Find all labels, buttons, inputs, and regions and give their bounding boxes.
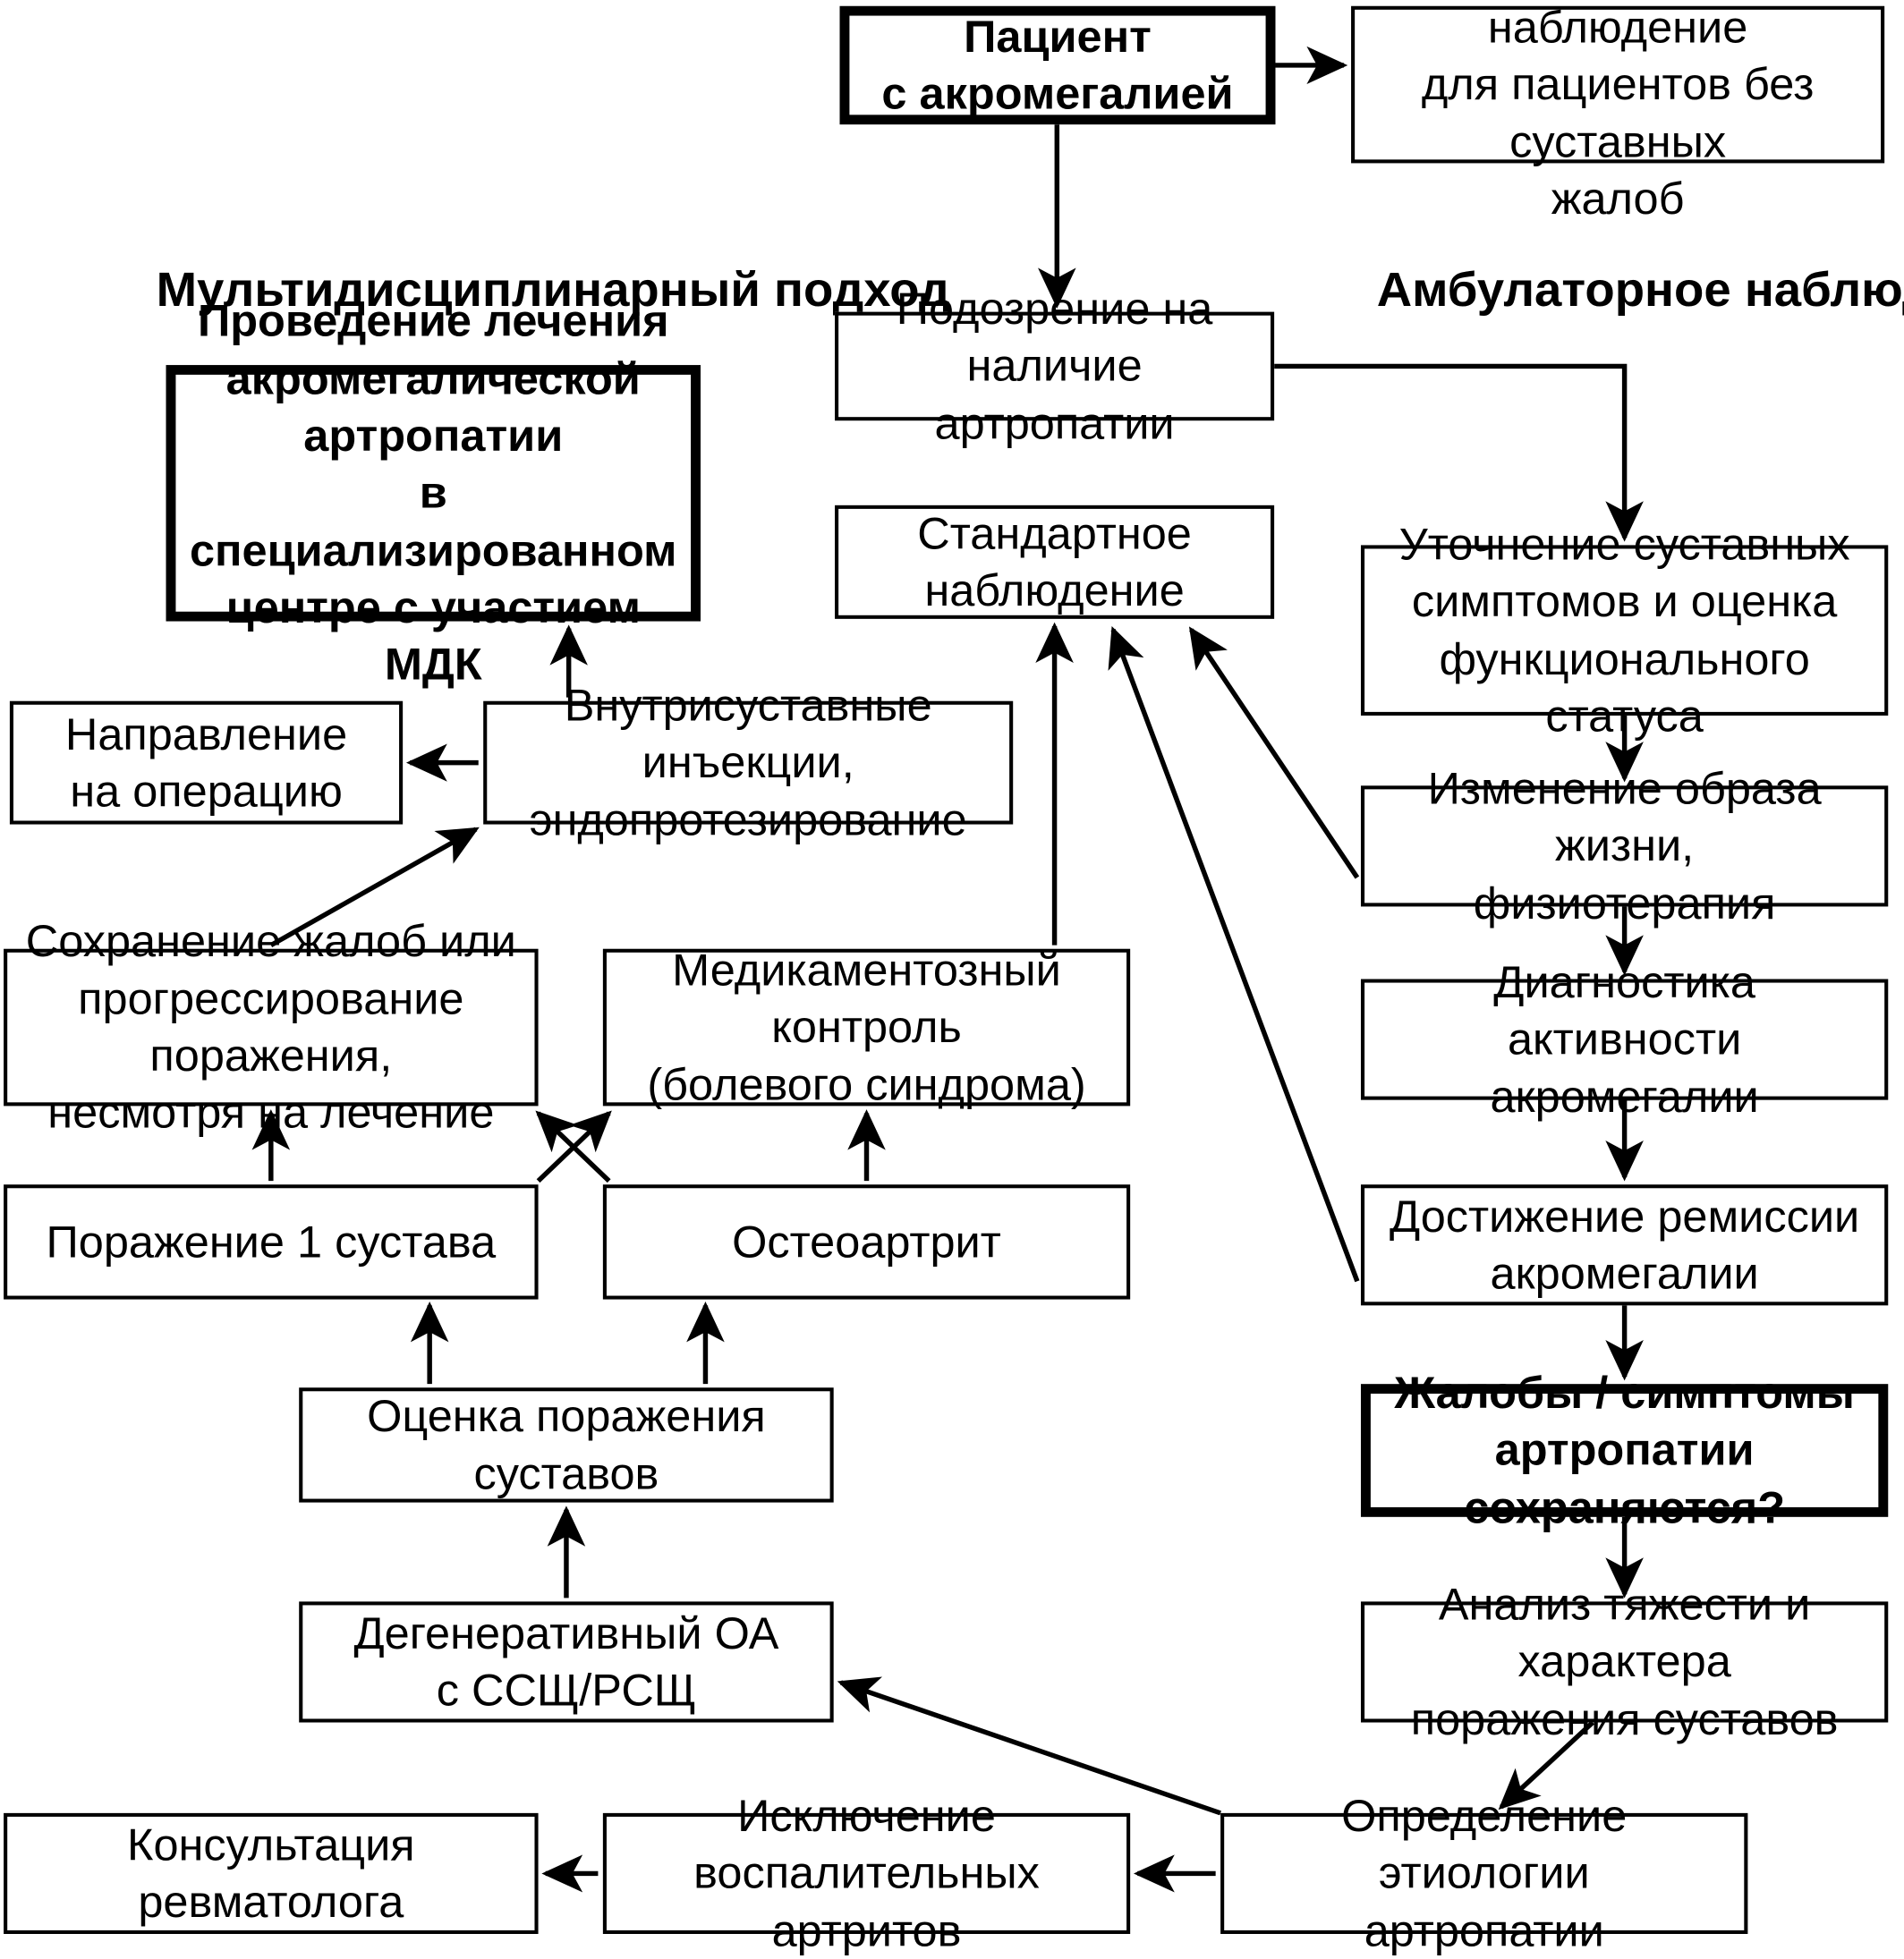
node-standard-observation-no-joint-complaints-label: Стандартное наблюдение для пациентов без… — [1421, 2, 1815, 225]
node-exclude-inflammatory-arthritis[interactable]: Исключение воспалительных артритов — [602, 1792, 1131, 1955]
node-arthropathy-etiology[interactable]: Определение этиологии артропатии — [1220, 1792, 1748, 1955]
node-single-joint-involvement-label: Поражение 1 сустава — [46, 1217, 497, 1267]
node-persistent-complaints-label: Сохранение жалоб или прогрессирование по… — [25, 916, 516, 1139]
node-intraarticular-injections[interactable]: Внутрисуставные инъекции, эндопротезиров… — [483, 681, 1014, 844]
edge-etiology-to-degenerative — [837, 1676, 1221, 1816]
node-intraarticular-injections-label: Внутрисуставные инъекции, эндопротезиров… — [529, 680, 967, 845]
node-mdt-treatment-label: Проведение лечения акромегалической артр… — [189, 296, 677, 690]
node-osteoarthritis[interactable]: Остеоартрит — [602, 1184, 1131, 1300]
node-suspected-arthropathy-label: Подозрение на наличие артропатии — [896, 284, 1213, 448]
node-acromegaly-remission-label: Достижение ремиссии акромегалии — [1389, 1191, 1860, 1299]
node-rheumatologist-consultation-label: Консультация ревматолога — [127, 1819, 415, 1927]
node-degenerative-oa-label: Дегенеративный ОА с ССЩ/РСЩ — [353, 1608, 779, 1716]
edge-severity-to-etiology — [1498, 1720, 1595, 1811]
node-rheumatologist-consultation[interactable]: Консультация ревматолога — [4, 1812, 539, 1934]
node-arthropathy-etiology-label: Определение этиологии артропатии — [1341, 1791, 1628, 1955]
node-standard-observation-no-joint-complaints[interactable]: Стандартное наблюдение для пациентов без… — [1351, 3, 1885, 224]
edge-remission-to-standard-obs — [1108, 625, 1360, 1283]
node-complaints-persist-question[interactable]: Жалобы / симптомы артропатии сохраняются… — [1360, 1369, 1889, 1532]
edge-suspected-to-joint-symptoms — [1274, 363, 1644, 542]
node-persistent-complaints[interactable]: Сохранение жалоб или прогрессирование по… — [4, 917, 539, 1138]
edge-persistent-to-injections — [269, 827, 480, 948]
node-complaints-persist-question-label: Жалобы / симптомы артропатии сохраняются… — [1394, 1368, 1855, 1532]
node-acromegaly-activity-diagnostics[interactable]: Диагностика активности акромегалии — [1360, 957, 1889, 1122]
node-patient[interactable]: Пациент с акромегалией — [839, 5, 1276, 125]
section-title-multidisciplinary: Мультидисциплинарный подход — [156, 263, 950, 318]
node-patient-label: Пациент с акромегалией — [881, 12, 1234, 119]
node-drug-pain-control[interactable]: Медикаментозный контроль (болевого синдр… — [602, 946, 1131, 1109]
node-standard-observation[interactable]: Стандартное наблюдение — [835, 505, 1275, 619]
node-joint-symptoms-assessment[interactable]: Уточнение суставных симптомов и оценка ф… — [1360, 520, 1889, 741]
node-acromegaly-remission[interactable]: Достижение ремиссии акромегалии — [1360, 1184, 1889, 1306]
edge-osteoarthritis-to-persistent — [535, 1110, 611, 1183]
node-joint-symptoms-assessment-label: Уточнение суставных симптомов и оценка ф… — [1398, 519, 1850, 742]
node-lifestyle-physiotherapy-label: Изменение образа жизни, физиотерапия — [1427, 763, 1822, 929]
node-osteoarthritis-label: Остеоартрит — [732, 1217, 1001, 1267]
node-suspected-arthropathy[interactable]: Подозрение на наличие артропатии — [835, 284, 1275, 448]
node-referral-to-surgery-label: Направление на операцию — [64, 708, 348, 817]
node-severity-analysis[interactable]: Анализ тяжести и характера поражения сус… — [1360, 1580, 1889, 1743]
section-title-outpatient: Амбулаторное наблюдение — [1376, 263, 1904, 318]
node-lifestyle-physiotherapy[interactable]: Изменение образа жизни, физиотерапия — [1360, 764, 1889, 928]
node-acromegaly-activity-diagnostics-label: Диагностика активности акромегалии — [1490, 957, 1759, 1122]
node-drug-pain-control-label: Медикаментозный контроль (болевого синдр… — [647, 945, 1086, 1110]
edge-lifestyle-to-standard-obs — [1188, 626, 1360, 879]
node-exclude-inflammatory-arthritis-label: Исключение воспалительных артритов — [693, 1791, 1040, 1955]
node-single-joint-involvement[interactable]: Поражение 1 сустава — [4, 1184, 539, 1300]
node-severity-analysis-label: Анализ тяжести и характера поражения сус… — [1410, 1580, 1839, 1744]
node-joint-damage-assessment-label: Оценка поражения суставов — [367, 1391, 766, 1498]
node-mdt-treatment[interactable]: Проведение лечения акромегалической артр… — [166, 296, 701, 690]
node-degenerative-oa[interactable]: Дегенеративный ОА с ССЩ/РСЩ — [299, 1601, 834, 1723]
node-standard-observation-label: Стандартное наблюдение — [917, 508, 1192, 615]
node-joint-damage-assessment[interactable]: Оценка поражения суставов — [299, 1387, 834, 1503]
node-referral-to-surgery[interactable]: Направление на операцию — [9, 700, 404, 825]
